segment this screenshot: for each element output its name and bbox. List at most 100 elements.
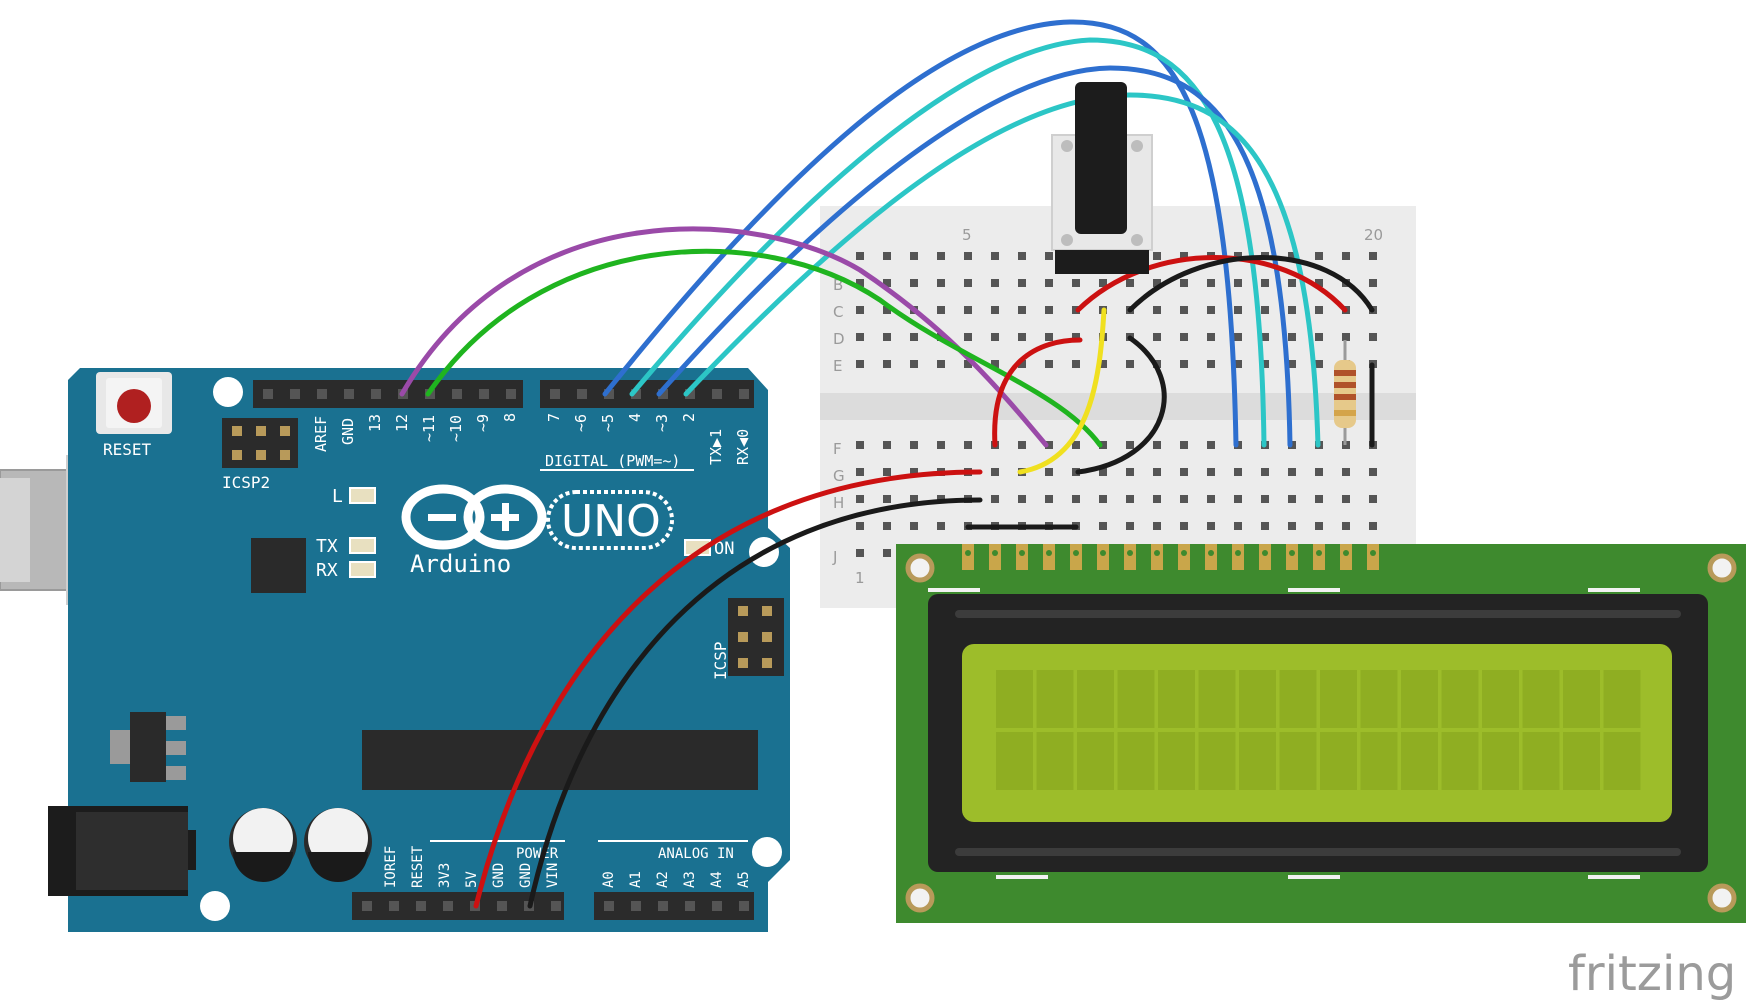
lcd-char-cell (1482, 732, 1519, 790)
digital-header-left (253, 380, 523, 408)
lcd-pin (1043, 544, 1055, 570)
lcd-pin (962, 544, 974, 570)
lcd-display (896, 544, 1746, 923)
analog-pin-labels: A0 A1 A2 A3 A4 A5 (601, 871, 752, 888)
led-tx-label: TX (316, 536, 338, 557)
pin-label: RESET (410, 845, 426, 888)
lcd-char-cell (1563, 670, 1600, 728)
row-label-d: D (833, 330, 845, 348)
breadboard-hole (1261, 306, 1269, 314)
lcd-pin-hole (1100, 550, 1106, 556)
pin-label: A5 (736, 871, 752, 888)
pin-label: A0 (601, 871, 617, 888)
lcd-pin-hole (1127, 550, 1133, 556)
breadboard-hole (1072, 495, 1080, 503)
lcd-char-cell (1117, 670, 1155, 728)
breadboard-hole (964, 441, 972, 449)
lcd-pin (1340, 544, 1352, 570)
potentiometer[interactable] (1051, 82, 1153, 274)
column-label-1: 1 (855, 569, 865, 587)
pin-label: A2 (655, 871, 671, 888)
lcd-char-cell (1320, 670, 1357, 728)
breadboard-hole (883, 522, 891, 530)
breadboard-hole (991, 333, 999, 341)
lcd-char-cell (1603, 670, 1641, 728)
breadboard-hole (1099, 360, 1107, 368)
pin-label: 3V3 (437, 863, 453, 888)
brand-label: Arduino (410, 550, 511, 578)
breadboard-hole (1180, 252, 1188, 260)
lcd-char-cell (1158, 732, 1195, 790)
lcd-pin-hole (1154, 550, 1160, 556)
usb-chip (251, 538, 306, 593)
digital-pin-labels-right: 7 ~6 ~5 4 ~3 2 TX▶1 RX◀0 (545, 413, 752, 465)
breadboard-hole (1342, 333, 1350, 341)
breadboard-hole (856, 549, 864, 557)
breadboard-hole (1018, 360, 1026, 368)
pin-label: GND (518, 863, 534, 888)
column-label-5: 5 (962, 226, 972, 244)
breadboard-hole (1018, 279, 1026, 287)
reset-button[interactable] (96, 372, 172, 434)
mounting-hole (905, 553, 935, 583)
breadboard-hole (1180, 360, 1188, 368)
breadboard-hole (1288, 252, 1296, 260)
black-wire (1075, 335, 1167, 475)
pin-label: 5V (464, 871, 480, 888)
breadboard-hole (1072, 279, 1080, 287)
breadboard-hole (1126, 441, 1134, 449)
lcd-char-cell (1360, 732, 1398, 790)
breadboard-hole (991, 360, 999, 368)
breadboard-hole (1018, 441, 1026, 449)
breadboard-hole (910, 468, 918, 476)
lcd-pin (1367, 544, 1379, 570)
breadboard-hole (1207, 522, 1215, 530)
wires (399, 19, 1375, 909)
fritzing-watermark: fritzing (1568, 946, 1736, 1002)
lcd-char-cell (1239, 670, 1276, 728)
analog-label: ANALOG IN (658, 846, 734, 862)
breadboard-hole (1153, 333, 1161, 341)
arduino-logo (401, 484, 547, 550)
lcd-char-cell (1401, 732, 1438, 790)
breadboard-hole (964, 279, 972, 287)
icsp2-header (222, 418, 298, 468)
lcd-char-cell (1563, 732, 1600, 790)
lcd-pin (1205, 544, 1217, 570)
breadboard-hole (1045, 252, 1053, 260)
mounting-hole (1707, 553, 1737, 583)
breadboard-hole (1018, 306, 1026, 314)
lcd-pin (1259, 544, 1271, 570)
breadboard-hole (1261, 522, 1269, 530)
lcd-char-cell (1239, 732, 1276, 790)
breadboard-hole (1018, 333, 1026, 341)
breadboard-hole (1153, 306, 1161, 314)
lcd-char-cell (1198, 732, 1236, 790)
breadboard-hole (1126, 360, 1134, 368)
breadboard-hole (856, 468, 864, 476)
power-jack (48, 806, 196, 896)
lcd-pin (1286, 544, 1298, 570)
cyan-wire (683, 92, 1321, 448)
pin-label: RX◀0 (734, 429, 752, 465)
lcd-char-cell (996, 732, 1033, 790)
row-label-e: E (833, 357, 842, 375)
blue-wire (602, 19, 1239, 448)
lcd-pin-hole (965, 550, 971, 556)
lcd-char-cell (1522, 670, 1560, 728)
breadboard-hole (1288, 279, 1296, 287)
lcd-pin (1313, 544, 1325, 570)
pin-label: 2 (680, 413, 698, 422)
breadboard-hole (1288, 360, 1296, 368)
breadboard-hole (883, 441, 891, 449)
breadboard-hole (1261, 495, 1269, 503)
breadboard-hole (937, 360, 945, 368)
pin-label: 12 (393, 414, 411, 432)
breadboard-hole (991, 495, 999, 503)
breadboard-hole (1099, 468, 1107, 476)
lcd-pin (1016, 544, 1028, 570)
lcd-char-cell (1603, 732, 1641, 790)
breadboard-hole (856, 279, 864, 287)
breadboard-hole (856, 441, 864, 449)
